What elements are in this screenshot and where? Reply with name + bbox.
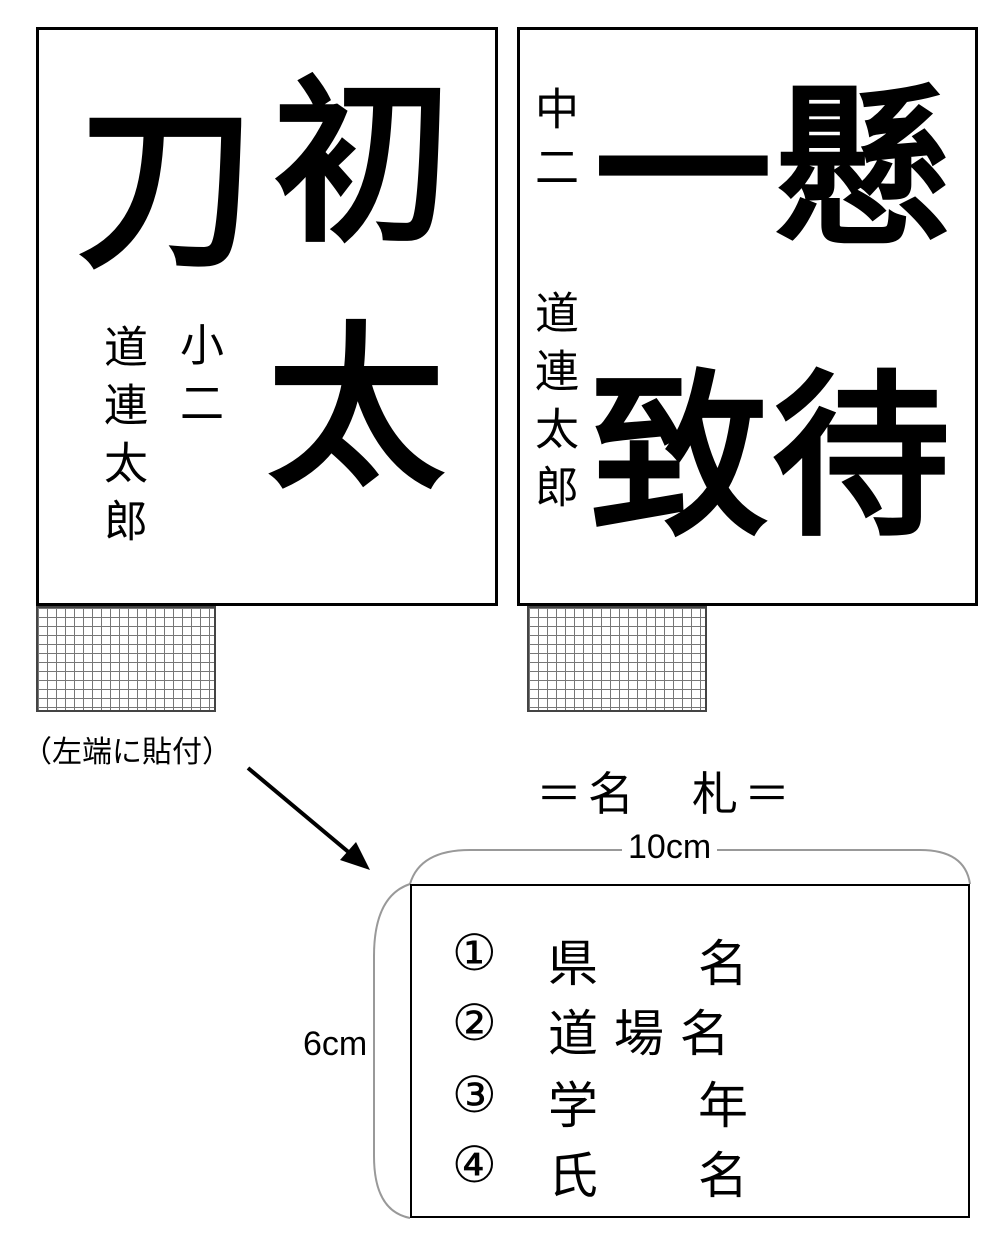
- right-char-top-right: 懸: [772, 64, 950, 273]
- circled-number-1: ①: [452, 924, 497, 982]
- nametag-title: ＝名 札＝: [536, 767, 796, 821]
- right-char-top-left: 一: [594, 68, 772, 277]
- dojo-label: 道 場 名: [548, 1005, 730, 1063]
- height-dimension-label: 6cm: [297, 1025, 374, 1064]
- left-char-top-left: 刀: [77, 84, 255, 293]
- right-char-bottom-right: 待: [772, 352, 950, 561]
- grade-label: 学 年: [548, 1077, 748, 1135]
- nametag-box: ① 県 名 ② 道 場 名 ③ 学 年 ④ 氏 名: [410, 884, 970, 1218]
- left-grade-label: 小二: [172, 322, 223, 438]
- nametag-row-prefecture: ① 県 名: [452, 924, 748, 996]
- left-char-top-right: 初: [273, 58, 451, 267]
- arrow-icon: [246, 766, 370, 870]
- name-label: 氏 名: [548, 1147, 748, 1205]
- right-name-label: 道連太郎: [527, 290, 578, 522]
- nametag-row-dojo: ② 道 場 名: [452, 994, 730, 1066]
- prefecture-label: 県 名: [548, 935, 748, 993]
- circled-number-3: ③: [452, 1066, 497, 1124]
- right-calligraphy-card: 懸 一 待 致 中二 道連太郎: [517, 27, 978, 606]
- right-char-bottom-left: 致: [590, 352, 768, 561]
- width-dimension-label: 10cm: [622, 828, 718, 867]
- circled-number-4: ④: [452, 1136, 497, 1194]
- right-grade-label: 中二: [527, 86, 578, 202]
- nametag-row-grade: ③ 学 年: [452, 1066, 748, 1138]
- nametag-row-name: ④ 氏 名: [452, 1136, 748, 1208]
- left-nametag-attachment-grid: [36, 606, 216, 712]
- left-name-label: 道連太郎: [96, 324, 147, 556]
- right-nametag-attachment-grid: [527, 606, 707, 712]
- left-calligraphy-card: 初 刀 太 小二 道連太郎: [36, 27, 498, 606]
- attach-left-note: （左端に貼付）: [22, 735, 232, 770]
- left-char-bottom: 太: [267, 304, 445, 513]
- circled-number-2: ②: [452, 994, 497, 1052]
